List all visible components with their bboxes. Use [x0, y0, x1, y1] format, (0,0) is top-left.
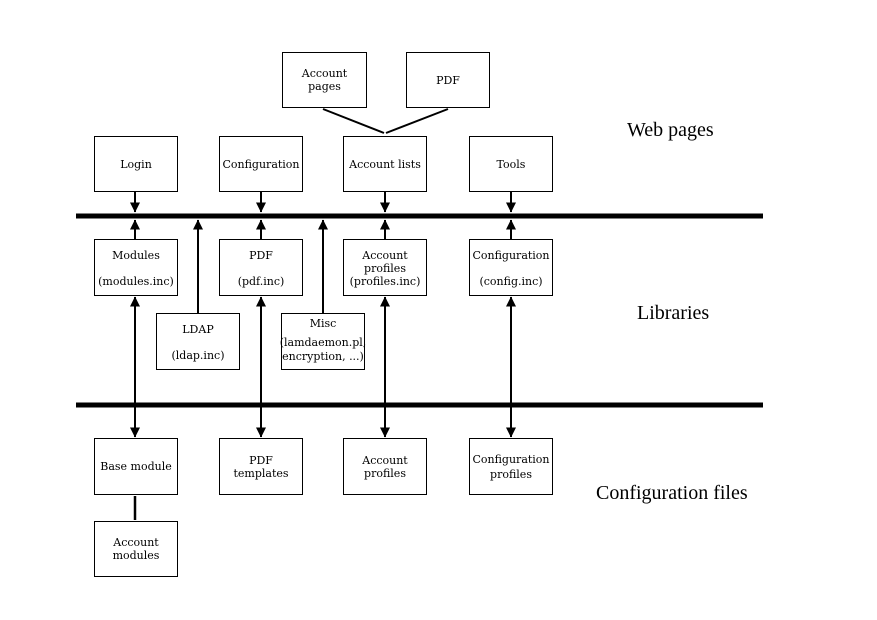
node-label: Base module [100, 460, 172, 473]
node-label: Configuration [222, 157, 300, 171]
node-label: PDF templates [233, 453, 289, 480]
node-pdf-page: PDF [406, 52, 490, 108]
node-label: PDF [436, 73, 460, 87]
link-accountpages-accountlists [322, 108, 385, 134]
node-configuration-page: Configuration [219, 136, 303, 192]
node-account-profiles-lib: Account profiles (profiles.inc) [343, 239, 427, 296]
node-pdf-templates: PDF templates [219, 438, 303, 495]
node-ldap-lib: LDAP (ldap.inc) [156, 313, 240, 370]
link-pdf-accountlists [385, 108, 449, 134]
node-label: Configuration profiles [472, 452, 550, 481]
node-sublabel: (profiles.inc) [349, 275, 421, 288]
node-label: LDAP [182, 323, 214, 336]
node-label: Tools [496, 157, 526, 171]
node-account-modules: Account modules [94, 521, 178, 577]
node-sublabel: (config.inc) [479, 275, 543, 288]
node-label: Account profiles [362, 249, 408, 275]
node-sublabel: (pdf.inc) [237, 275, 285, 288]
node-label: PDF [249, 249, 273, 262]
section-label-web-pages: Web pages [627, 119, 714, 141]
node-modules-lib: Modules (modules.inc) [94, 239, 178, 296]
node-label: Login [120, 157, 152, 171]
node-pdf-lib: PDF (pdf.inc) [219, 239, 303, 296]
node-label: Account profiles [362, 453, 408, 480]
node-sublabel: (lamdaemon.pl, encryption, ...) [279, 336, 367, 363]
node-label: Modules [112, 249, 160, 262]
node-account-pages: Account pages [282, 52, 367, 108]
node-misc-lib: Misc (lamdaemon.pl, encryption, ...) [279, 313, 367, 370]
node-sublabel: (modules.inc) [98, 275, 174, 288]
node-label: Account modules [112, 536, 160, 562]
node-base-module: Base module [94, 438, 178, 495]
node-label: Account pages [301, 67, 348, 93]
node-configuration-profiles-file: Configuration profiles [469, 438, 553, 495]
node-account-profiles-file: Account profiles [343, 438, 427, 495]
node-label: Account lists [349, 157, 421, 171]
node-login: Login [94, 136, 178, 192]
section-label-configuration-files: Configuration files [596, 482, 748, 504]
node-label: Configuration [472, 249, 550, 262]
node-tools: Tools [469, 136, 553, 192]
section-label-libraries: Libraries [637, 302, 710, 324]
node-sublabel: (ldap.inc) [171, 349, 225, 362]
node-account-lists: Account lists [343, 136, 427, 192]
node-label: Misc [309, 317, 337, 330]
node-configuration-lib: Configuration (config.inc) [469, 239, 553, 296]
